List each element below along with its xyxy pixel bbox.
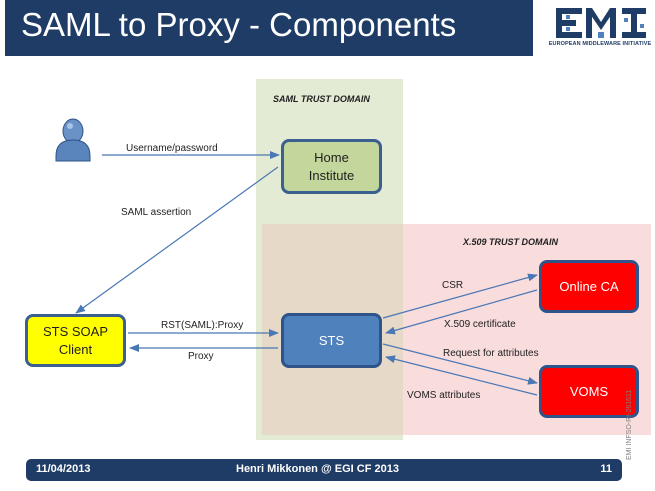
saml-trust-domain-label: SAML TRUST DOMAIN <box>273 94 370 104</box>
saml-assertion-arrow <box>75 166 279 314</box>
side-code: EMI INFSO-RI-261611 <box>626 389 633 460</box>
request-for-attributes-arrow <box>382 343 538 385</box>
user-icon <box>55 118 91 162</box>
footer-date: 11/04/2013 <box>36 463 91 475</box>
voms-attributes-arrow <box>385 355 538 396</box>
sts-label: STS <box>318 332 345 348</box>
sts-soap-client-node: STS SOAP Client <box>25 314 126 367</box>
rst-saml-proxy-label: RST(SAML):Proxy <box>161 320 244 331</box>
slide-title: SAML to Proxy - Components <box>21 6 457 43</box>
home-institute-label: Home Institute <box>308 149 355 183</box>
csr-label: CSR <box>442 280 464 291</box>
username-password-label: Username/password <box>126 143 218 154</box>
voms-node: VOMS <box>539 365 639 418</box>
footer-presenter: Henri Mikkonen @ EGI CF 2013 <box>236 463 399 475</box>
home-institute-node: Home Institute <box>281 139 382 194</box>
sts-soap-client-label: STS SOAP Client <box>42 323 109 357</box>
footer-page-number: 11 <box>600 463 612 475</box>
csr-arrow <box>382 273 538 319</box>
sts-node: STS <box>281 313 382 368</box>
emi-logo: EUROPEAN MIDDLEWARE INITIATIVE <box>548 6 652 50</box>
saml-assertion-label: SAML assertion <box>121 207 192 218</box>
x509-certificate-arrow <box>385 289 538 335</box>
x509-certificate-label: X.509 certificate <box>444 319 516 330</box>
online-ca-node: Online CA <box>539 260 639 313</box>
title-bar: SAML to Proxy - Components <box>5 0 533 56</box>
logo-caption: EUROPEAN MIDDLEWARE INITIATIVE <box>548 41 652 47</box>
proxy-label: Proxy <box>188 351 214 362</box>
footer-bar: 11/04/2013 Henri Mikkonen @ EGI CF 2013 … <box>26 459 622 481</box>
request-for-attributes-label: Request for attributes <box>443 348 539 359</box>
emi-logo-mark <box>556 8 646 38</box>
online-ca-label: Online CA <box>559 278 619 294</box>
voms-label: VOMS <box>569 383 609 399</box>
x509-trust-domain-label: X.509 TRUST DOMAIN <box>463 237 559 247</box>
voms-attributes-label: VOMS attributes <box>407 390 481 401</box>
